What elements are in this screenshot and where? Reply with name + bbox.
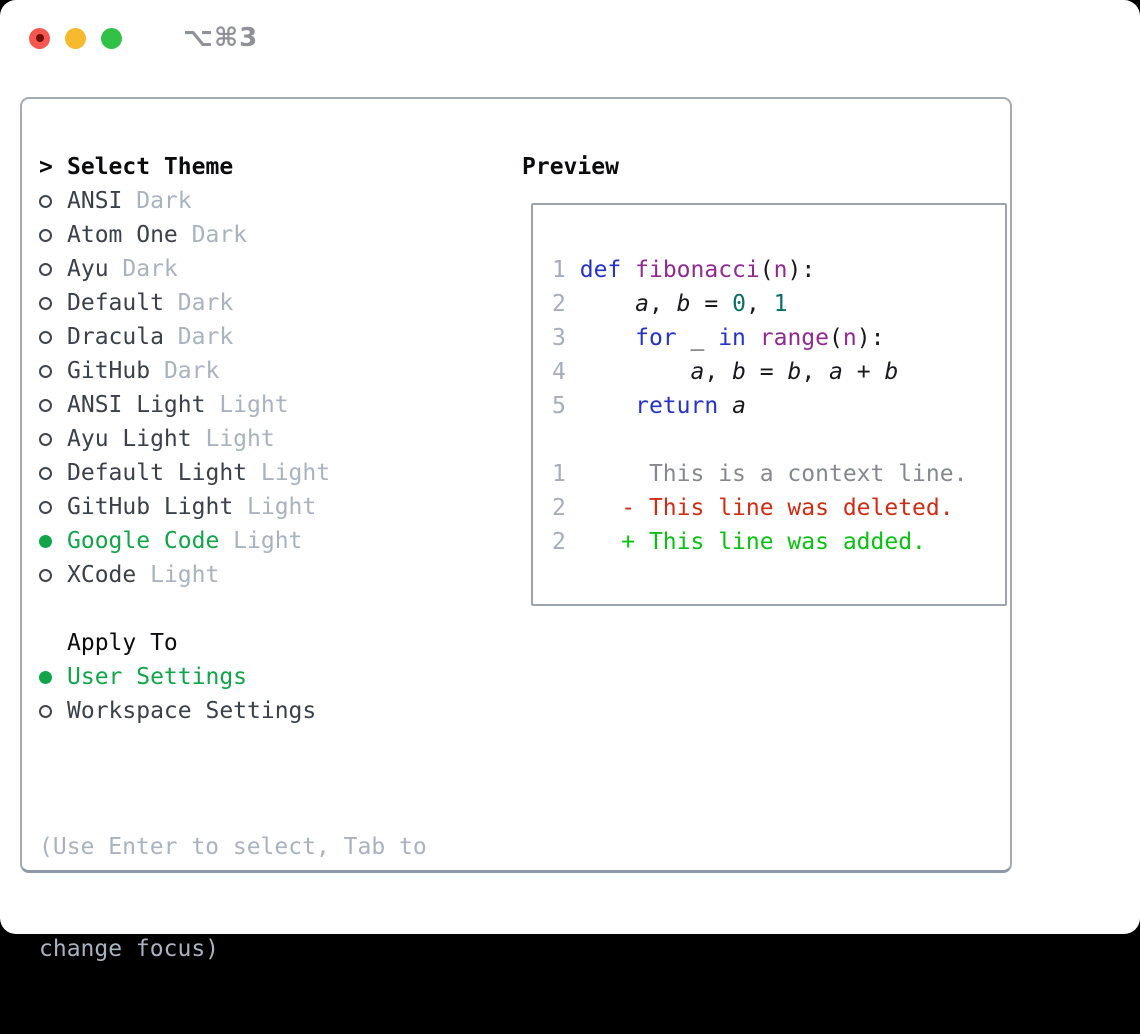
radio-icon — [39, 398, 52, 412]
code-line: 1 def fibonacci(n): — [552, 257, 816, 283]
diff-line-deleted: 2 - This line was deleted. — [552, 495, 954, 521]
help-text: (Use Enter to select, Tab to change focu… — [39, 834, 427, 962]
radio-icon — [39, 296, 52, 310]
radio-selected-icon — [39, 670, 52, 684]
apply-option-user-settings[interactable]: User Settings — [39, 660, 427, 694]
apply-option-workspace-settings[interactable]: Workspace Settings — [39, 694, 427, 728]
radio-icon — [39, 330, 52, 344]
code-line: 2 a, b = 0, 1 — [552, 291, 788, 317]
select-theme-header: > Select Theme — [39, 150, 427, 184]
window-title: ⌥⌘3 — [183, 23, 259, 53]
spacer — [39, 592, 427, 626]
titlebar: ⌥⌘3 — [29, 23, 259, 53]
radio-icon — [39, 194, 52, 208]
diff-line-context: 1 This is a context line. — [552, 461, 968, 487]
radio-icon — [39, 432, 52, 446]
radio-icon — [39, 568, 52, 582]
preview-column: Preview 1 def fibonacci(n): 2 a, b = 0, … — [522, 150, 1007, 606]
close-button[interactable] — [29, 27, 50, 49]
blank-line — [552, 423, 1005, 457]
select-theme-label: Select Theme — [67, 154, 234, 180]
code-line: 4 a, b = b, a + b — [552, 359, 899, 385]
preview-header: Preview — [522, 150, 1007, 184]
radio-icon — [39, 262, 52, 276]
radio-icon — [39, 500, 52, 514]
radio-icon — [39, 466, 52, 480]
preview-box: 1 def fibonacci(n): 2 a, b = 0, 1 3 for … — [531, 203, 1007, 606]
apply-to-header: Apply To — [39, 626, 427, 660]
radio-selected-icon — [39, 534, 52, 548]
code-line: 5 return a — [552, 393, 746, 419]
code-line: 3 for _ in range(n): — [552, 325, 885, 351]
maximize-button[interactable] — [101, 27, 122, 49]
radio-icon — [39, 228, 52, 242]
close-dot-icon — [35, 34, 44, 42]
prompt-icon: > — [39, 154, 53, 180]
apply-to-label: Apply To — [67, 630, 178, 656]
diff-line-added: 2 + This line was added. — [552, 529, 926, 555]
radio-icon — [39, 704, 52, 718]
minimize-button[interactable] — [65, 27, 86, 49]
preview-label: Preview — [522, 154, 619, 180]
radio-icon — [39, 364, 52, 378]
